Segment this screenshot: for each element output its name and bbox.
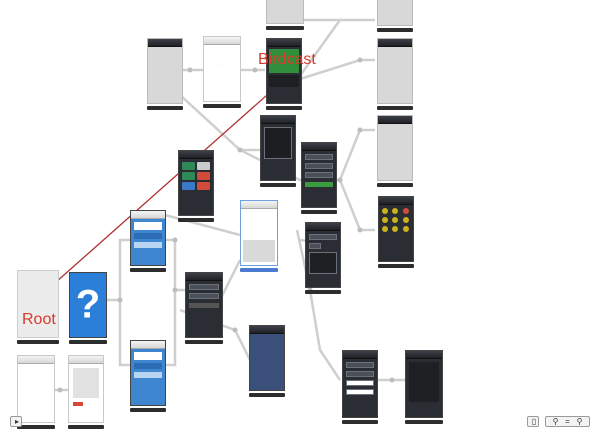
document-outline-button[interactable]: ▸: [10, 416, 22, 427]
dashboard-scene[interactable]: [178, 150, 214, 222]
detail-view-scene[interactable]: [305, 222, 341, 294]
grid-dots-scene[interactable]: [378, 196, 414, 268]
question-mark-icon: ?: [75, 282, 101, 327]
right-gray-scene-3[interactable]: [377, 115, 413, 187]
center-placeholder-scene[interactable]: [240, 200, 278, 272]
splash-view-controller-scene[interactable]: ?: [69, 272, 107, 344]
root-annotation: Root: [22, 311, 56, 328]
device-size-icon: ▯: [531, 417, 537, 426]
top-placeholder-scene[interactable]: [266, 0, 304, 30]
white-placeholder-scene[interactable]: · · · · ·: [203, 36, 241, 108]
right-gray-scene-2[interactable]: [377, 38, 413, 110]
login-view-controller-scene[interactable]: [185, 272, 223, 344]
landing-page-scene-1[interactable]: [130, 210, 166, 272]
account-detail-scene[interactable]: [405, 350, 443, 424]
zoom-in-icon[interactable]: ⚲: [576, 417, 583, 426]
zoom-out-icon[interactable]: ⚲: [552, 417, 559, 426]
bottom-white-scene-2[interactable]: [68, 355, 104, 429]
zoom-controls[interactable]: ⚲ = ⚲: [545, 416, 590, 427]
zoom-reset-icon[interactable]: =: [565, 417, 570, 426]
menu-list-scene[interactable]: [260, 115, 296, 187]
account-form-scene[interactable]: [342, 350, 378, 424]
navigation-controller-scene[interactable]: · · · ·: [17, 270, 59, 344]
gray-placeholder-scene[interactable]: · · ·: [147, 38, 183, 110]
settings-form-scene[interactable]: [301, 142, 337, 214]
birdcast-annotation: Birdcast: [258, 51, 316, 68]
landing-page-scene-2[interactable]: [130, 340, 166, 412]
device-size-button[interactable]: ▯: [527, 416, 539, 427]
bottom-white-scene-1[interactable]: [17, 355, 55, 429]
annotation-arrow: [37, 71, 294, 299]
birdcast-view-controller-scene[interactable]: [266, 38, 302, 110]
pattern-view-scene[interactable]: [249, 325, 285, 397]
document-outline-icon: ▸: [14, 417, 19, 426]
right-gray-scene-1[interactable]: [377, 0, 413, 32]
